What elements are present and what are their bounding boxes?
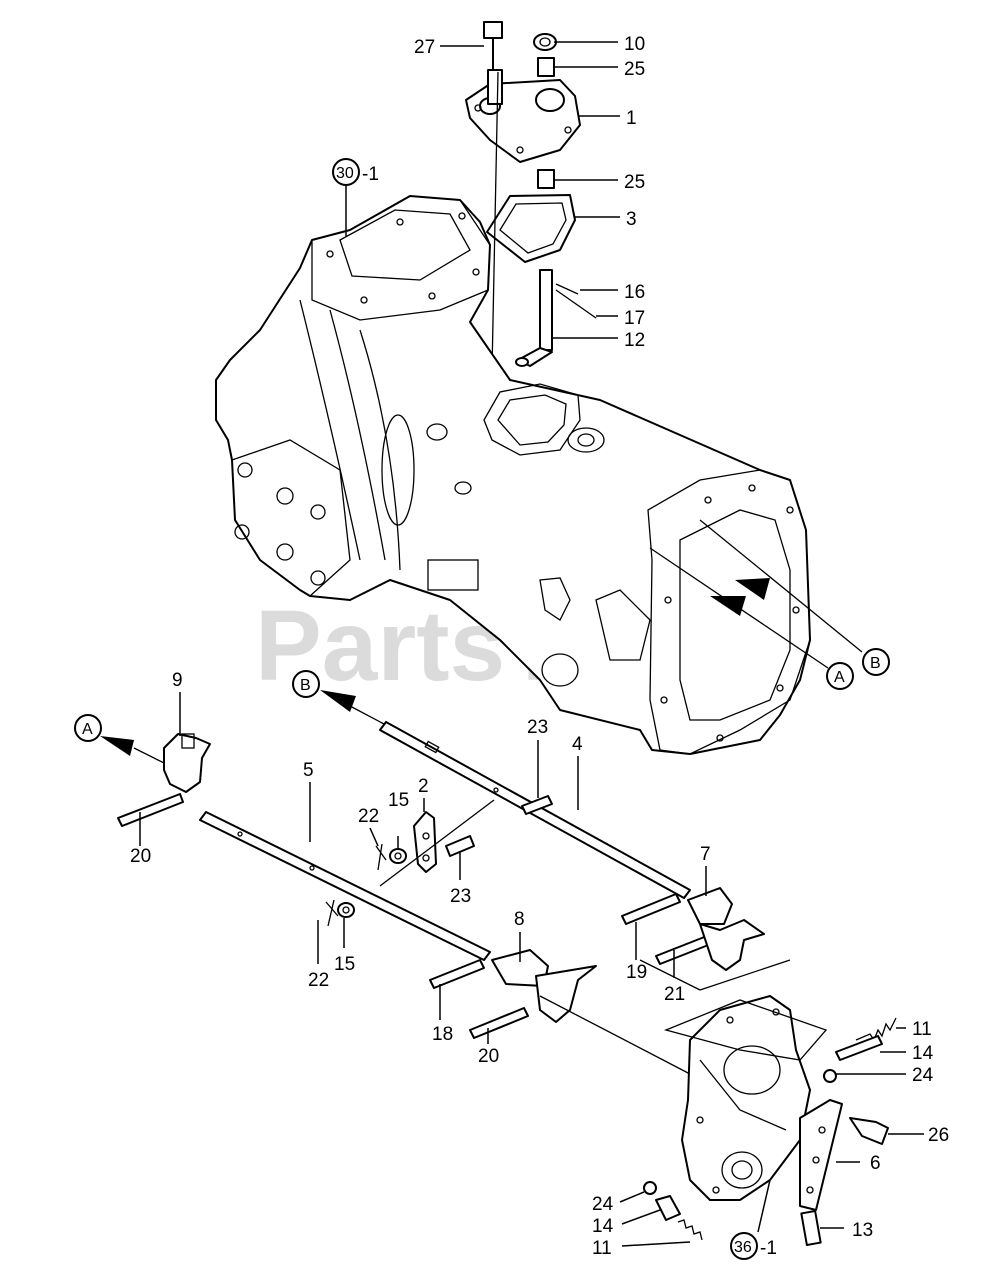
- oil-seal-10: [533, 33, 557, 51]
- callout-22-upper: 22: [358, 806, 379, 827]
- callout-24-lower: 24: [592, 1194, 614, 1215]
- callout-19: 19: [626, 962, 647, 983]
- marker-a-left-circle: [74, 714, 102, 742]
- pin-20-lower: [469, 1007, 529, 1039]
- bolt-27-head: [483, 21, 503, 39]
- callout-7: 7: [700, 844, 711, 865]
- callout-10: 10: [624, 34, 645, 55]
- spring-pin-17: [555, 289, 597, 319]
- callout-27: 27: [414, 37, 435, 58]
- callout-20-lower: 20: [478, 1046, 499, 1067]
- callout-20-upper: 20: [130, 846, 151, 867]
- pin-19: [621, 893, 681, 925]
- callout-11-upper: 11: [912, 1019, 932, 1040]
- spring-pin-16: [555, 283, 579, 295]
- lever-2: [413, 811, 437, 873]
- pin-20-upper: [117, 793, 184, 827]
- callout-2: 2: [418, 776, 429, 797]
- callout-18: 18: [432, 1024, 453, 1045]
- callout-30-suffix: -1: [362, 164, 379, 185]
- plug-14-lower: [655, 1195, 681, 1221]
- marker-b-top: B: [870, 655, 881, 672]
- callout-30: 30: [336, 165, 354, 182]
- leader-lines: [139, 41, 924, 1247]
- shift-rods: [100, 690, 791, 1075]
- top-cover-assembly: [465, 21, 597, 471]
- clip-22-lower: [325, 899, 339, 927]
- marker-b-left: B: [300, 677, 311, 694]
- marker-a-top-circle: [826, 662, 854, 690]
- callout-4: 4: [572, 734, 583, 755]
- callout-12: 12: [624, 330, 645, 351]
- callout-25-upper: 25: [624, 59, 645, 80]
- arrow-to-a: [710, 596, 746, 616]
- callout-21: 21: [664, 984, 685, 1005]
- shift-block-9: [163, 733, 211, 793]
- marker-a-top: A: [834, 669, 845, 686]
- callout-11-lower: 11: [592, 1238, 612, 1259]
- callout-3: 3: [626, 209, 637, 230]
- callout-6: 6: [870, 1153, 881, 1174]
- gasket-3: [486, 194, 576, 263]
- callout-14-lower: 14: [592, 1216, 614, 1237]
- callout-23-upper: 23: [527, 717, 548, 738]
- callout-5: 5: [303, 760, 314, 781]
- callout-24-upper: 24: [912, 1065, 934, 1086]
- callout-8: 8: [514, 909, 525, 930]
- callout-23-lower: 23: [450, 886, 471, 907]
- callout-30-circle: [332, 158, 360, 186]
- spring-11-upper: [855, 1017, 897, 1042]
- marker-b-top-circle: [862, 648, 890, 676]
- shift-rod-5: [199, 811, 491, 961]
- pin-18: [429, 959, 485, 989]
- spring-11-lower: [677, 1219, 703, 1241]
- callout-36-circle: [730, 1232, 758, 1260]
- ball-24-upper: [823, 1069, 837, 1083]
- callout-16: 16: [624, 282, 645, 303]
- callout-26: 26: [928, 1125, 949, 1146]
- clip-22-upper: [375, 843, 387, 871]
- callout-36: 36: [734, 1239, 752, 1256]
- marker-a-left: A: [82, 721, 93, 738]
- plug-14-upper: [835, 1035, 883, 1061]
- ball-24-lower: [643, 1181, 657, 1195]
- callout-22-lower: 22: [308, 970, 329, 991]
- bolt-23-upper: [521, 795, 553, 815]
- pin-13: [800, 1210, 822, 1246]
- bolt-23-lower: [445, 835, 475, 857]
- washer-15-upper: [389, 848, 407, 864]
- callout-9: 9: [172, 670, 183, 691]
- callout-36-suffix: -1: [760, 1238, 777, 1259]
- callout-15-lower: 15: [334, 954, 355, 975]
- marker-b-left-circle: [292, 670, 320, 698]
- callout-25-lower: 25: [624, 172, 645, 193]
- transmission-case-30: [215, 195, 811, 755]
- plate-6: [799, 1099, 843, 1211]
- callout-15-upper: 15: [388, 790, 409, 811]
- shift-fork-7: [687, 887, 733, 925]
- washer-15-lower: [337, 902, 355, 918]
- arrow-to-b: [735, 578, 770, 600]
- callout-17: 17: [624, 308, 645, 329]
- callout-13: 13: [852, 1220, 873, 1241]
- side-cover-36: [663, 995, 828, 1201]
- bolt-26: [849, 1117, 889, 1145]
- callout-1: 1: [626, 108, 637, 129]
- callout-14-upper: 14: [912, 1043, 934, 1064]
- shift-lever-12: [539, 269, 553, 351]
- bushing-25-upper: [537, 57, 555, 77]
- bushing-25-lower: [537, 169, 555, 189]
- reference-markers: A B A B: [74, 648, 890, 742]
- callout-labels: 27 10 25 1 25 3 16 17 12 30 -1 9 23 4 5 …: [130, 34, 949, 1260]
